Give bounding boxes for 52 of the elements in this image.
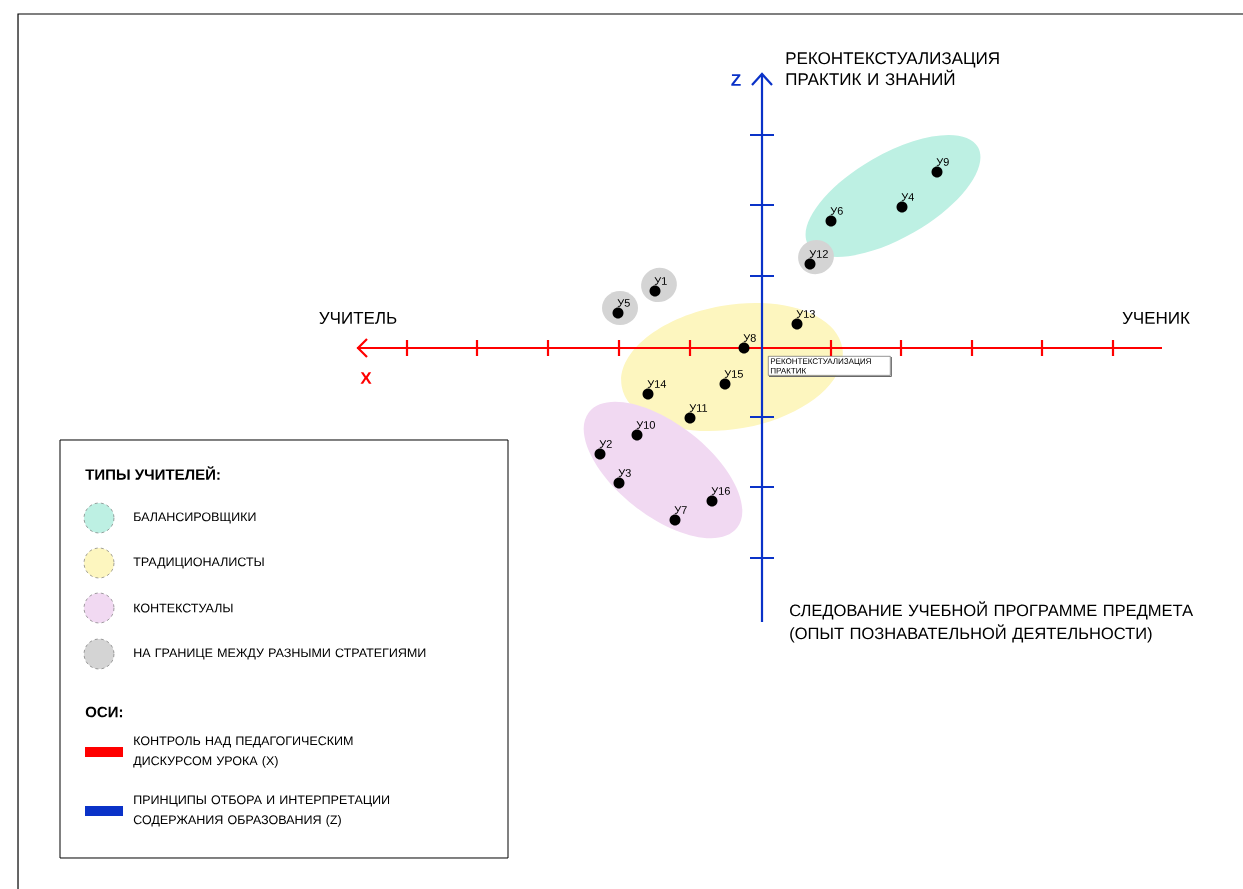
data-point: У8 [738,334,756,354]
cluster-area [602,291,638,325]
node-label: У1 [654,277,667,285]
tooltip-box: РЕКОНТЕКСТУАЛИЗАЦИЯ ПРАКТИК [768,356,892,377]
cluster-area [805,135,981,257]
axis-label: РЕКОНТЕКСТУАЛИЗАЦИЯ ПРАКТИК И ЗНАНИЙ [786,52,999,86]
axis-label: ОСИ: [85,706,123,718]
node-label: У12 [809,250,828,258]
data-point: У12 [804,250,828,270]
node-label: У3 [618,469,631,477]
data-point: У10 [631,421,655,441]
node-label: У7 [674,506,687,514]
cluster-area [798,239,834,275]
data-point: У15 [719,370,743,390]
legend-item: КОНТЕКСТУАЛЫ [83,592,233,624]
data-point: У16 [706,487,730,507]
node-label: У4 [901,193,914,201]
node-label: У2 [599,440,612,448]
legend-item: ПРИНЦИПЫ ОТБОРА И ИНТЕРПРЕТАЦИИ СОДЕРЖАНИЯ ОБРАЗОВАНИЯ (Z) [85,795,390,827]
axis-label: СЛЕДОВАНИЕ УЧЕБНОЙ ПРОГРАММЕ ПРЕДМЕТА (ОПЫТ ПОЗНАВАТЕЛЬНОЙ ДЕЯТЕЛЬНОСТИ) [790,601,1194,643]
node-label: У11 [689,404,708,412]
data-point: У11 [684,404,708,424]
node-label: У16 [711,487,730,495]
data-point: У5 [612,299,630,319]
axis-label: ТИПЫ УЧИТЕЛЕЙ: [85,466,220,480]
node-label: У13 [796,310,815,318]
legend-item: БАЛАНСИРОВЩИКИ [83,502,256,534]
legend-item: КОНТРОЛЬ НАД ПЕДАГОГИЧЕСКИМ ДИСКУРСОМ УРОКА (X) [85,736,353,768]
data-point: У14 [642,380,667,400]
axis-label: УЧЕНИК [1122,312,1190,324]
axis-label: Z [731,74,741,86]
legend-item: ТРАДИЦИОНАЛИСТЫ [83,547,264,579]
node-label: У6 [830,207,843,215]
cluster-area [641,267,677,303]
node-label: У15 [724,370,743,378]
cluster-area [583,401,743,539]
axis-label: X [360,372,372,384]
data-point: У13 [791,310,815,330]
node-label: У8 [743,334,756,342]
node-label: У10 [636,421,655,429]
data-point: У1 [649,277,667,297]
legend-item: НА ГРАНИЦЕ МЕЖДУ РАЗНЫМИ СТРАТЕГИЯМИ [83,638,426,670]
data-point: У3 [613,469,631,489]
data-point: У2 [594,440,612,460]
axis-label: УЧИТЕЛЬ [319,312,397,324]
data-point: У9 [931,158,949,178]
node-label: У5 [617,299,630,307]
node-label: У14 [647,380,667,388]
data-point: У6 [825,207,843,227]
node-label: У9 [936,158,949,166]
data-point: У7 [669,506,687,526]
data-point: У4 [896,193,914,213]
